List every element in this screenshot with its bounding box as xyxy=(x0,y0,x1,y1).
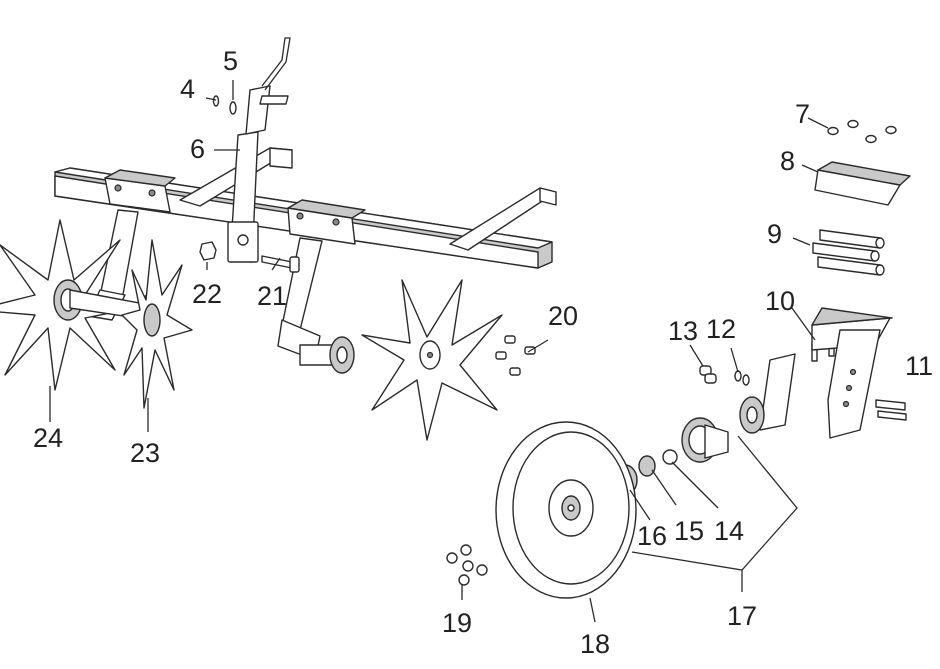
center-mast xyxy=(227,37,291,263)
callout-13: 13 xyxy=(668,316,698,346)
scraper-arm xyxy=(739,353,796,434)
callout-24: 24 xyxy=(33,423,63,453)
nut-set-7 xyxy=(827,119,897,144)
right-clamp-assembly xyxy=(277,199,366,361)
callout-9: 9 xyxy=(767,219,782,249)
washer-15 xyxy=(662,449,678,465)
leader-lines xyxy=(49,80,829,623)
callout-labels: 4 5 6 7 8 9 10 11 12 13 14 15 16 17 18 1… xyxy=(33,46,933,659)
callout-18: 18 xyxy=(580,629,610,659)
stud-set-20 xyxy=(495,335,536,376)
spider-wheel-right xyxy=(361,279,503,441)
callout-12: 12 xyxy=(706,314,736,344)
bracket-11 xyxy=(811,307,907,439)
callout-4: 4 xyxy=(180,74,195,104)
spider-wheel-23 xyxy=(121,239,193,409)
callout-10: 10 xyxy=(765,286,795,316)
nut-22 xyxy=(199,241,217,261)
bearing-16 xyxy=(638,455,656,477)
washer-set-12 xyxy=(734,370,750,386)
callout-7: 7 xyxy=(795,99,810,129)
callout-20: 20 xyxy=(548,301,578,331)
nut-set-13 xyxy=(699,365,717,384)
callout-8: 8 xyxy=(780,146,795,176)
callout-5: 5 xyxy=(223,46,238,76)
callout-6: 6 xyxy=(190,134,205,164)
callout-22: 22 xyxy=(192,279,222,309)
clamp-plate-8 xyxy=(814,161,911,206)
callout-21: 21 xyxy=(257,281,287,311)
hub-14 xyxy=(681,417,729,463)
callout-11: 11 xyxy=(905,351,933,381)
bar-set-9 xyxy=(812,229,885,276)
callout-17: 17 xyxy=(727,601,757,631)
callout-19: 19 xyxy=(442,608,472,638)
callout-16: 16 xyxy=(637,521,667,551)
callout-23: 23 xyxy=(130,438,160,468)
washer-5 xyxy=(229,101,237,115)
bolt-set-19 xyxy=(446,544,488,586)
callout-14: 14 xyxy=(714,516,744,546)
notched-disc-18 xyxy=(495,421,637,599)
right-hub xyxy=(299,336,355,374)
washer-4 xyxy=(212,95,220,107)
callout-15: 15 xyxy=(674,516,704,546)
